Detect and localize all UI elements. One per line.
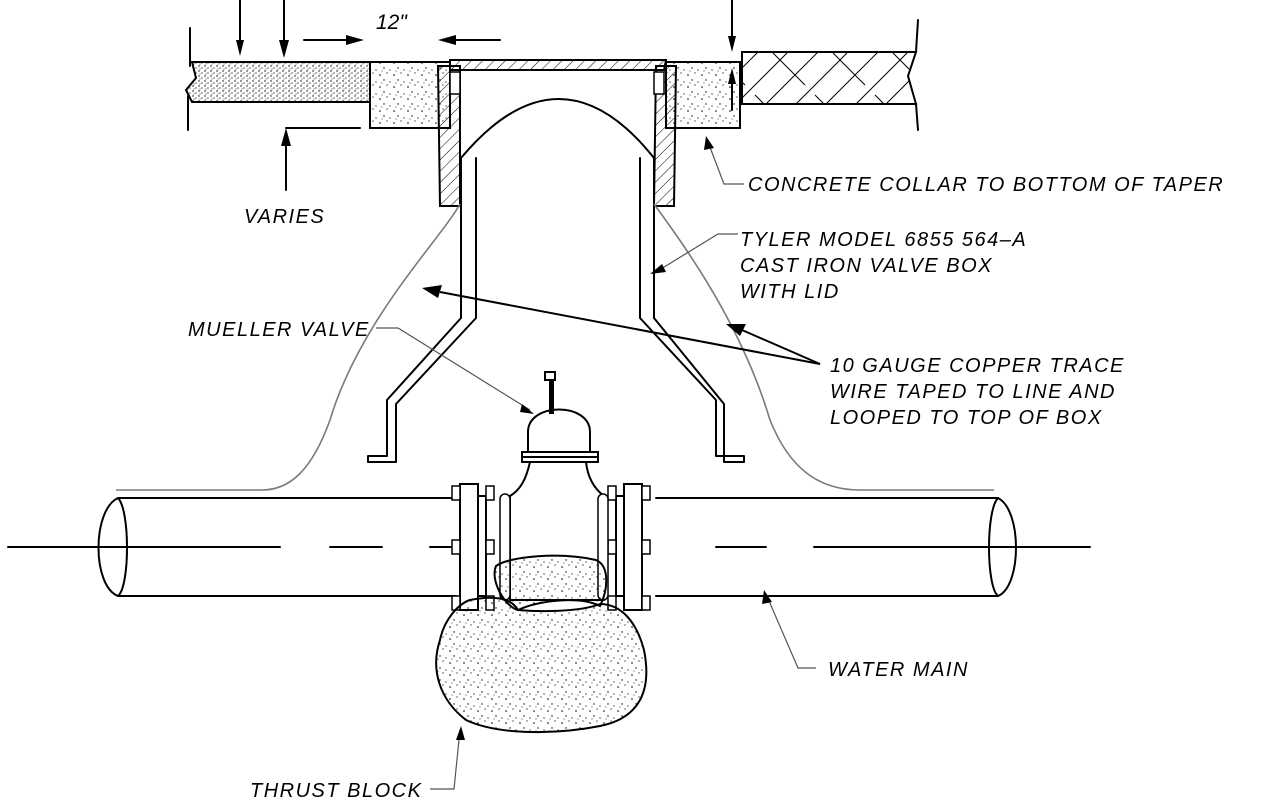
water-main-label: WATER MAIN bbox=[828, 659, 969, 681]
water-main-pipe bbox=[7, 497, 1091, 597]
valve-box-label-line-3: WITH LID bbox=[740, 281, 840, 303]
copper-trace-label-line-3: LOOPED TO TOP OF BOX bbox=[830, 407, 1103, 429]
pavement-section-left bbox=[184, 27, 371, 131]
concrete-collar-label: CONCRETE COLLAR TO BOTTOM OF TAPER bbox=[748, 174, 1224, 196]
varies-label: VARIES bbox=[244, 206, 325, 228]
valve-box-lid bbox=[436, 59, 678, 207]
concrete-collar-right bbox=[665, 61, 741, 129]
valve-box-body bbox=[367, 98, 745, 463]
thrust-block-label: THRUST BLOCK bbox=[250, 780, 423, 801]
valve-box-label-line-1: TYLER MODEL 6855 564–A bbox=[740, 229, 1027, 251]
leaders bbox=[376, 136, 821, 790]
copper-trace-label-line-2: WIRE TAPED TO LINE AND bbox=[830, 381, 1116, 403]
valve-box-label-line-2: CAST IRON VALVE BOX bbox=[740, 255, 993, 277]
dimension-arrows-top bbox=[236, 0, 736, 191]
thrust-block bbox=[435, 554, 648, 734]
copper-trace-label-line-1: 10 GAUGE COPPER TRACE bbox=[830, 355, 1125, 377]
mueller-valve-label: MUELLER VALVE bbox=[188, 319, 370, 341]
dimension-12-inch-label: 12" bbox=[376, 11, 408, 34]
copper-trace-wire bbox=[116, 203, 994, 491]
pavement-section-right bbox=[741, 19, 919, 131]
